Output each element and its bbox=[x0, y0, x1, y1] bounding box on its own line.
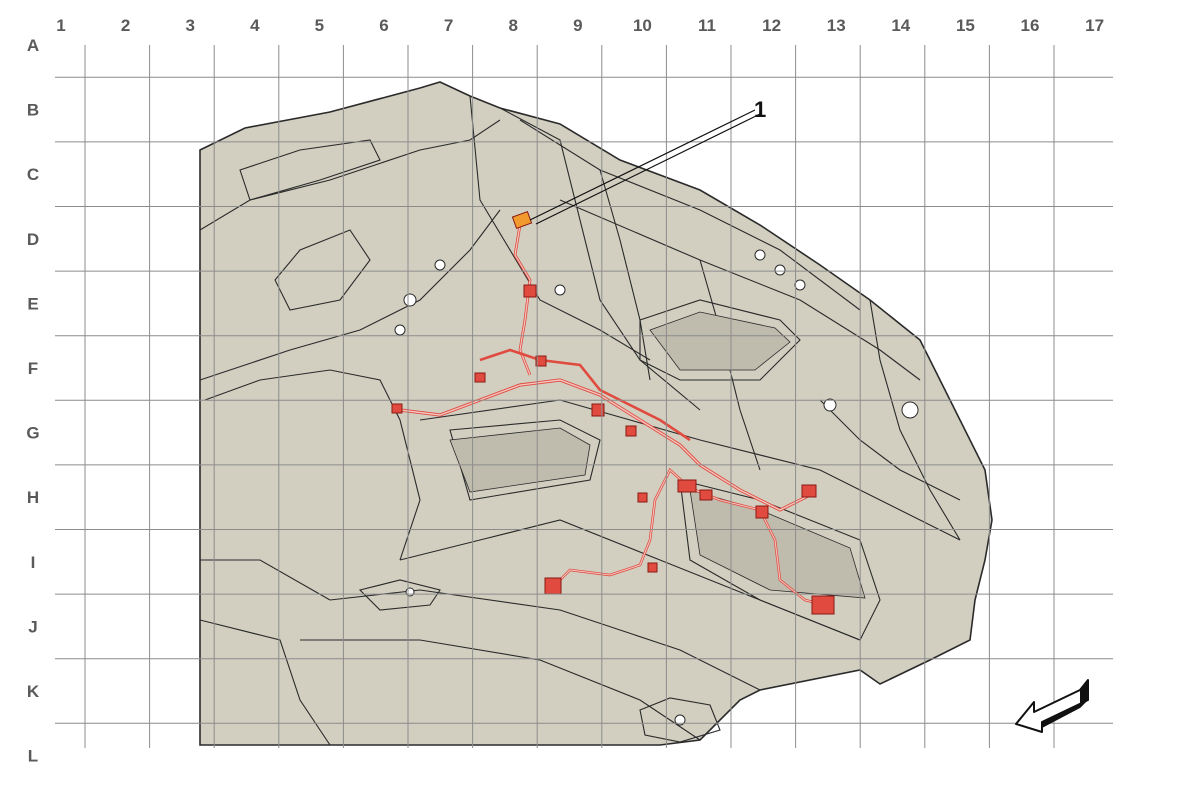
harness-main-inner bbox=[399, 379, 811, 511]
body-structure-lines bbox=[199, 95, 961, 746]
connector bbox=[391, 403, 403, 414]
connector bbox=[625, 425, 637, 437]
connector bbox=[637, 492, 648, 503]
connector bbox=[811, 595, 835, 615]
grid-column-label: 8 bbox=[508, 16, 517, 35]
grid-row-label: C bbox=[27, 165, 39, 184]
grid-column-label: 2 bbox=[121, 16, 130, 35]
grid-column-label: 15 bbox=[956, 16, 975, 35]
connector bbox=[647, 562, 658, 573]
connector bbox=[523, 284, 537, 298]
connector bbox=[591, 403, 605, 417]
grid-row-label: L bbox=[28, 747, 38, 766]
grid-column-label: 7 bbox=[444, 16, 453, 35]
grid-column-label: 17 bbox=[1085, 16, 1104, 35]
grid-row-label: A bbox=[27, 36, 39, 55]
grid-row-label: K bbox=[27, 682, 40, 701]
grid-column-label: 12 bbox=[762, 16, 781, 35]
body-holes bbox=[394, 249, 919, 726]
connector bbox=[755, 505, 769, 519]
grid-column-label: 14 bbox=[891, 16, 910, 35]
callout-leader-line bbox=[529, 109, 756, 221]
grid-column-label: 1 bbox=[56, 16, 65, 35]
callout-label-1: 1 bbox=[754, 97, 766, 122]
grid-row-label: G bbox=[26, 424, 39, 443]
callout-leader-line bbox=[535, 113, 761, 225]
grid-row-labels: A B C D E F G H I J K L bbox=[26, 36, 39, 766]
reference-grid bbox=[55, 45, 1113, 748]
grid-row-label: F bbox=[28, 359, 38, 378]
grid-column-label: 16 bbox=[1021, 16, 1040, 35]
grid-column-label: 5 bbox=[315, 16, 324, 35]
connector bbox=[535, 355, 547, 367]
grid-column-label: 13 bbox=[827, 16, 846, 35]
grid-row-label: H bbox=[27, 488, 39, 507]
connector bbox=[544, 577, 562, 595]
harness-connectors bbox=[391, 210, 835, 615]
front-direction-arrow-icon bbox=[1015, 679, 1089, 733]
harness-branch-upper bbox=[479, 348, 691, 442]
grid-column-label: 11 bbox=[698, 16, 716, 35]
connector-highlighted bbox=[511, 210, 533, 230]
grid-column-label: 6 bbox=[379, 16, 388, 35]
grid-column-label: 3 bbox=[185, 16, 194, 35]
grid-column-label: 4 bbox=[250, 16, 260, 35]
grid-row-label: D bbox=[27, 230, 39, 249]
connector bbox=[699, 489, 713, 501]
grid-row-label: B bbox=[27, 101, 39, 120]
connector bbox=[474, 372, 486, 383]
grid-column-label: 9 bbox=[573, 16, 582, 35]
connector bbox=[677, 479, 697, 493]
callout-1: 1 bbox=[529, 97, 766, 225]
grid-column-label: 10 bbox=[633, 16, 652, 35]
grid-row-label: J bbox=[28, 617, 37, 636]
body-panels bbox=[449, 311, 866, 599]
connector bbox=[801, 484, 817, 498]
grid-row-label: E bbox=[27, 294, 38, 313]
grid-row-label: I bbox=[31, 553, 36, 572]
